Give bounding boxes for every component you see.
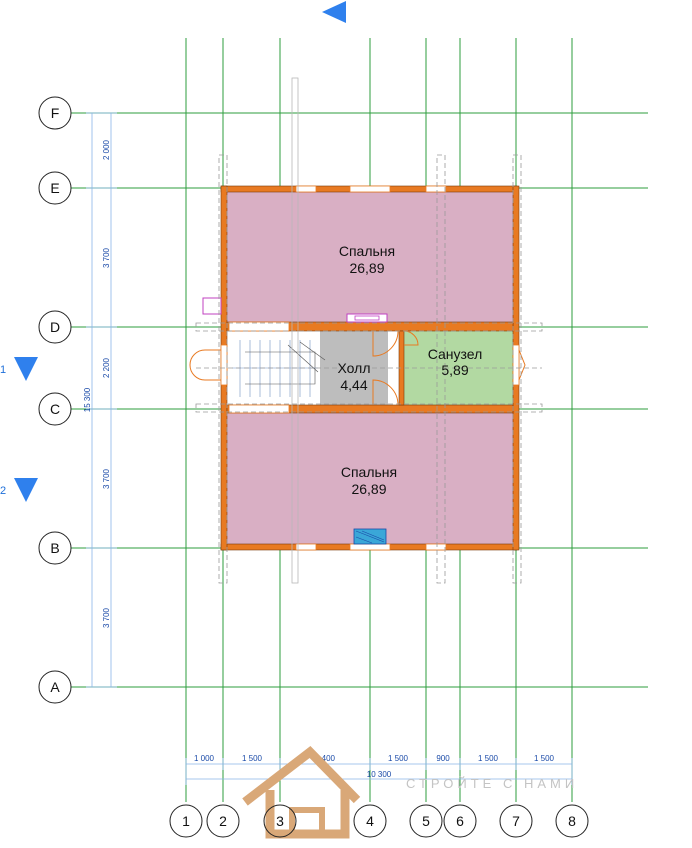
section-marker-1-icon xyxy=(14,357,38,381)
col-bubble-6 xyxy=(443,804,477,838)
section-marker-2-label: 2 xyxy=(0,485,6,497)
window-top-2 xyxy=(349,185,391,193)
door-balcony-left xyxy=(189,349,221,381)
stairs xyxy=(232,340,326,397)
column-axis-labels: 1 2 3 4 5 6 7 8 xyxy=(182,813,576,829)
window-bottom-3 xyxy=(425,543,447,551)
dim-6-7: 1 500 xyxy=(478,754,499,763)
north-marker-icon xyxy=(322,1,346,23)
dim-vertical-total: 15 300 xyxy=(83,387,92,412)
room-bedroom-top-name: Спальня xyxy=(339,243,395,259)
col-label-1: 1 xyxy=(182,813,190,829)
row-bubble-c xyxy=(38,392,72,426)
col-bubble-2 xyxy=(206,804,240,838)
row-bubble-b xyxy=(38,531,72,565)
col-bubble-7 xyxy=(499,804,533,838)
dim-2-3: 1 500 xyxy=(242,754,263,763)
col-label-3: 3 xyxy=(276,813,284,829)
dim-b-a: 3 700 xyxy=(102,607,111,628)
projection-lines xyxy=(195,77,543,584)
room-labels: Спальня 26,89 Холл 4,44 Санузел 5,89 Спа… xyxy=(338,243,483,497)
row-bubble-e xyxy=(38,171,72,205)
col-label-7: 7 xyxy=(512,813,520,829)
row-axis-labels: F E D C B A xyxy=(50,105,60,695)
window-left-hall xyxy=(220,344,228,386)
watermark-logo-icon xyxy=(242,745,361,839)
window-right-sash xyxy=(518,349,526,381)
dim-f-e: 2 000 xyxy=(102,139,111,160)
dimension-labels-horizontal: 1 000 1 500 2 400 1 500 900 1 500 1 500 … xyxy=(194,754,555,779)
dimensions-vertical xyxy=(86,112,117,688)
row-bubble-a xyxy=(38,670,72,704)
dim-5-6: 900 xyxy=(436,754,450,763)
col-bubble-8 xyxy=(555,804,589,838)
col-label-4: 4 xyxy=(366,813,374,829)
col-bubble-5 xyxy=(409,804,443,838)
dimension-labels-vertical: 2 000 3 700 2 200 3 700 3 700 15 300 xyxy=(83,139,111,628)
col-bubble-1 xyxy=(169,804,203,838)
row-label-f: F xyxy=(51,105,60,121)
dim-7-8: 1 500 xyxy=(534,754,555,763)
room-hall-area: 4,44 xyxy=(340,377,367,393)
door-hall-bottom xyxy=(372,379,399,406)
row-label-c: C xyxy=(50,401,60,417)
window-top-1 xyxy=(295,185,317,193)
dimensions-horizontal xyxy=(185,758,573,785)
room-bedroom-top-area: 26,89 xyxy=(349,260,384,276)
col-bubble-4 xyxy=(353,804,387,838)
opening-stair xyxy=(228,404,290,414)
section-marker-2-icon xyxy=(14,478,38,502)
dim-e-d: 3 700 xyxy=(102,247,111,268)
col-label-5: 5 xyxy=(422,813,430,829)
watermark-text: СТРОЙТЕ С НАМИ xyxy=(406,776,578,791)
rooms xyxy=(227,192,513,544)
dim-3-4: 2 400 xyxy=(315,754,336,763)
row-label-d: D xyxy=(50,319,60,335)
section-marker-1-label: 1 xyxy=(0,364,6,376)
room-bedroom-bottom-area: 26,89 xyxy=(351,481,386,497)
window-bottom-2 xyxy=(349,543,391,551)
bedroom-bottom-fill xyxy=(227,413,513,544)
room-bedroom-bottom-name: Спальня xyxy=(341,464,397,480)
room-bathroom-area: 5,89 xyxy=(441,362,468,378)
door-hall-top xyxy=(372,330,399,357)
room-bathroom-name: Санузел xyxy=(428,346,483,362)
room-hall-name: Холл xyxy=(338,360,371,376)
row-bubble-d xyxy=(38,310,72,344)
vent-box xyxy=(202,297,222,315)
row-label-e: E xyxy=(50,180,59,196)
row-axis-bubbles xyxy=(38,96,72,704)
column-axis-bubbles xyxy=(169,804,589,838)
bedroom-top-fill xyxy=(227,192,513,322)
window-right-bath xyxy=(512,344,520,386)
row-label-b: B xyxy=(50,540,59,556)
dim-4-5: 1 500 xyxy=(388,754,409,763)
col-label-6: 6 xyxy=(456,813,464,829)
dim-c-b: 3 700 xyxy=(102,468,111,489)
col-label-2: 2 xyxy=(219,813,227,829)
window-bottom-1 xyxy=(295,543,317,551)
windows xyxy=(220,185,520,551)
col-label-8: 8 xyxy=(568,813,576,829)
window-top-3 xyxy=(425,185,447,193)
row-bubble-f xyxy=(38,96,72,130)
dim-horizontal-total: 10 300 xyxy=(367,770,392,779)
dim-d-c: 2 200 xyxy=(102,357,111,378)
row-label-a: A xyxy=(50,679,60,695)
radiator-top xyxy=(346,313,388,323)
dim-1-2: 1 000 xyxy=(194,754,215,763)
section-markers: 1 2 xyxy=(0,357,38,502)
col-bubble-3 xyxy=(263,804,297,838)
